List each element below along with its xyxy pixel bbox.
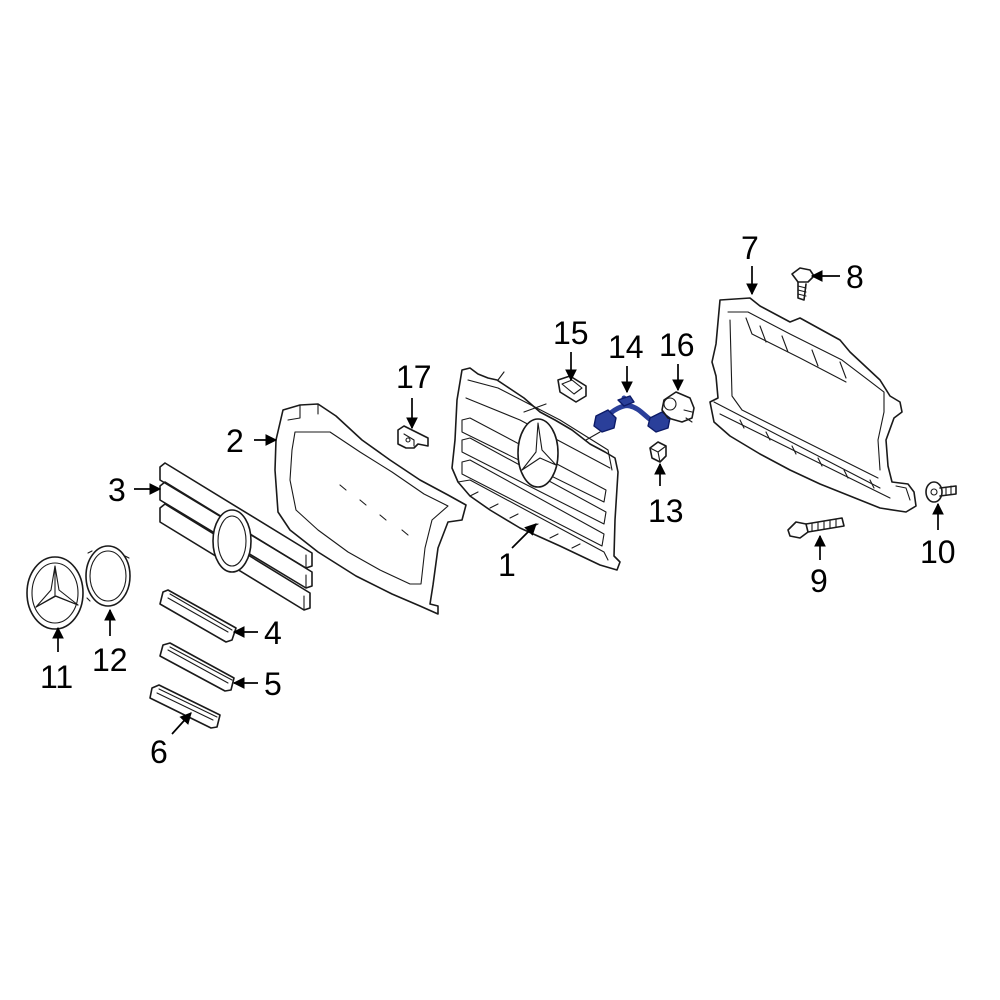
part-8-bolt[interactable] [791,267,815,301]
callout-10: 10 [920,534,956,570]
callout-13: 13 [648,493,684,529]
leader-lines [52,266,944,735]
part-1-main-grille[interactable] [451,367,621,571]
callout-14: 14 [608,329,644,365]
callout-9: 9 [810,563,828,599]
part-17-clip[interactable] [397,425,429,449]
callout-17: 17 [396,359,432,395]
part-9-long-bolt[interactable] [787,517,845,539]
part-3-grille-bars[interactable] [159,462,313,611]
part-5-trim-strip[interactable] [159,642,235,692]
part-12-emblem-ring[interactable] [85,545,131,607]
callout-11: 11 [40,659,73,695]
part-4-trim-strip[interactable] [159,589,237,643]
callout-8: 8 [846,259,864,295]
part-15-bracket[interactable] [557,375,587,403]
callout-3: 3 [108,472,126,508]
part-10-screw[interactable] [925,481,957,503]
callout-15: 15 [553,315,589,351]
part-6-trim-strip[interactable] [149,684,221,729]
part-16-sensor[interactable] [661,391,695,423]
callout-12: 12 [92,642,128,678]
callout-6: 6 [150,734,168,770]
part-7-support-frame[interactable] [709,297,917,513]
callout-labels: 1 2 3 4 5 6 7 8 9 10 11 12 13 14 15 16 1… [40,230,956,770]
part-14-wiring-harness[interactable] [593,395,671,433]
callout-2: 2 [226,423,244,459]
callout-5: 5 [264,666,282,702]
part-13-nut[interactable] [649,441,667,463]
part-2-grille-frame[interactable] [274,403,467,615]
callout-7: 7 [741,230,759,266]
callout-4: 4 [264,615,282,651]
callout-16: 16 [659,327,695,363]
part-11-star-emblem[interactable] [26,556,84,630]
callout-1: 1 [498,547,516,583]
